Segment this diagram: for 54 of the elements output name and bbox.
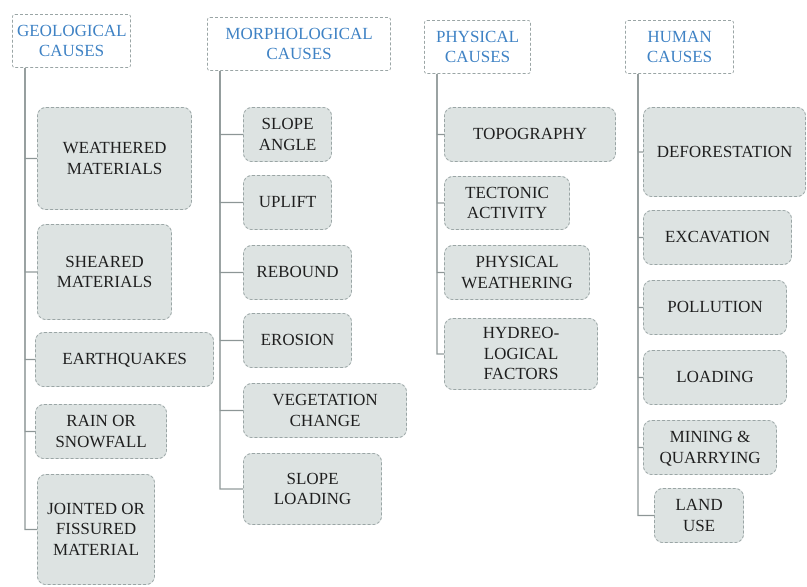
node-label: LAND USE <box>674 495 724 536</box>
cause-box <box>643 280 787 335</box>
category-box <box>12 14 131 68</box>
cause-box <box>243 383 407 438</box>
cause-box <box>243 453 382 525</box>
cause-box <box>37 224 172 320</box>
node-label: POLLUTION <box>666 297 764 318</box>
cause-box <box>444 107 616 162</box>
node-label: EXCAVATION <box>664 227 772 248</box>
node-label: GEOLOGICAL CAUSES <box>16 20 128 62</box>
cause-box <box>643 107 806 197</box>
cause-box <box>243 175 332 230</box>
cause-box <box>243 313 352 368</box>
cause-box <box>643 420 777 475</box>
node-label: SLOPE LOADING <box>272 468 352 510</box>
node-label: TOPOGRAPHY <box>472 124 588 145</box>
node-label: WEATHERED MATERIALS <box>62 138 168 179</box>
cause-box <box>654 488 744 543</box>
connector-line <box>219 71 243 490</box>
category-box <box>625 20 734 74</box>
node-label: HYDREO-LOGICAL FACTORS <box>482 323 560 385</box>
cause-box <box>643 350 787 405</box>
node-label: SHEARED MATERIALS <box>56 252 154 292</box>
node-label: RAIN OR SNOWFALL <box>54 411 148 452</box>
connector-line <box>637 74 654 516</box>
node-label: PHYSICAL WEATHERING <box>460 252 574 293</box>
cause-box <box>243 245 352 300</box>
category-box <box>207 17 391 71</box>
node-label: SLOPE ANGLE <box>258 114 318 155</box>
cause-box <box>444 176 570 230</box>
node-label: REBOUND <box>255 262 340 283</box>
cause-box <box>37 107 192 210</box>
node-label: JOINTED OR FISSURED MATERIAL <box>46 498 146 560</box>
node-label: TECTONIC ACTIVITY <box>464 182 550 224</box>
cause-box <box>444 318 598 390</box>
node-label: LOADING <box>675 367 755 388</box>
node-label: PHYSICAL CAUSES <box>434 26 520 68</box>
connector-line <box>436 74 444 355</box>
node-label: HUMAN CAUSES <box>646 26 714 68</box>
cause-box <box>243 107 332 162</box>
cause-box <box>35 332 214 387</box>
node-label: EROSION <box>260 330 336 351</box>
node-label: UPLIFT <box>258 192 318 213</box>
cause-box <box>37 474 155 585</box>
cause-box <box>444 245 590 300</box>
node-label: DEFORESTATION <box>656 142 794 162</box>
cause-box <box>643 210 792 265</box>
node-label: VEGETATION CHANGE <box>271 390 379 431</box>
node-label: MINING & QUARRYING <box>658 427 762 468</box>
cause-box <box>35 404 167 459</box>
category-box <box>424 20 531 74</box>
node-label: EARTHQUAKES <box>61 349 188 370</box>
connector-line <box>24 68 37 530</box>
node-label: MORPHOLOGICAL CAUSES <box>224 24 374 64</box>
